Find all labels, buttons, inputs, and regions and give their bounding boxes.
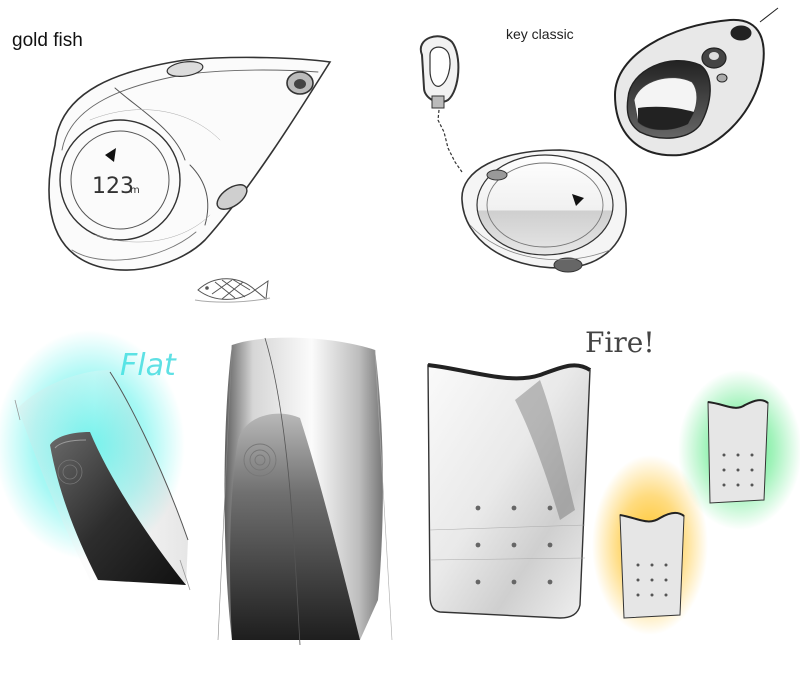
tall-device-render xyxy=(217,337,393,646)
fish-doodle-icon xyxy=(194,278,271,303)
distance-readout: 123 xyxy=(92,174,134,199)
direction-arrow-icon xyxy=(105,148,116,162)
flat-device-render xyxy=(14,370,191,591)
key-classic-device xyxy=(461,149,627,273)
fire-card-render xyxy=(427,363,592,619)
goldfish-device-sketch xyxy=(48,56,332,271)
fire-small-card-green xyxy=(707,399,769,504)
fire-card-dots xyxy=(475,505,553,585)
fire-label: Fire! xyxy=(585,326,655,359)
key-classic-alt-view xyxy=(613,7,779,157)
fire-small-card-amber xyxy=(619,511,685,619)
key-classic-label: key classic xyxy=(506,26,574,42)
distance-unit: m xyxy=(130,185,140,196)
keyring-clip-icon xyxy=(419,35,463,173)
gold-fish-label: gold fish xyxy=(12,30,83,51)
